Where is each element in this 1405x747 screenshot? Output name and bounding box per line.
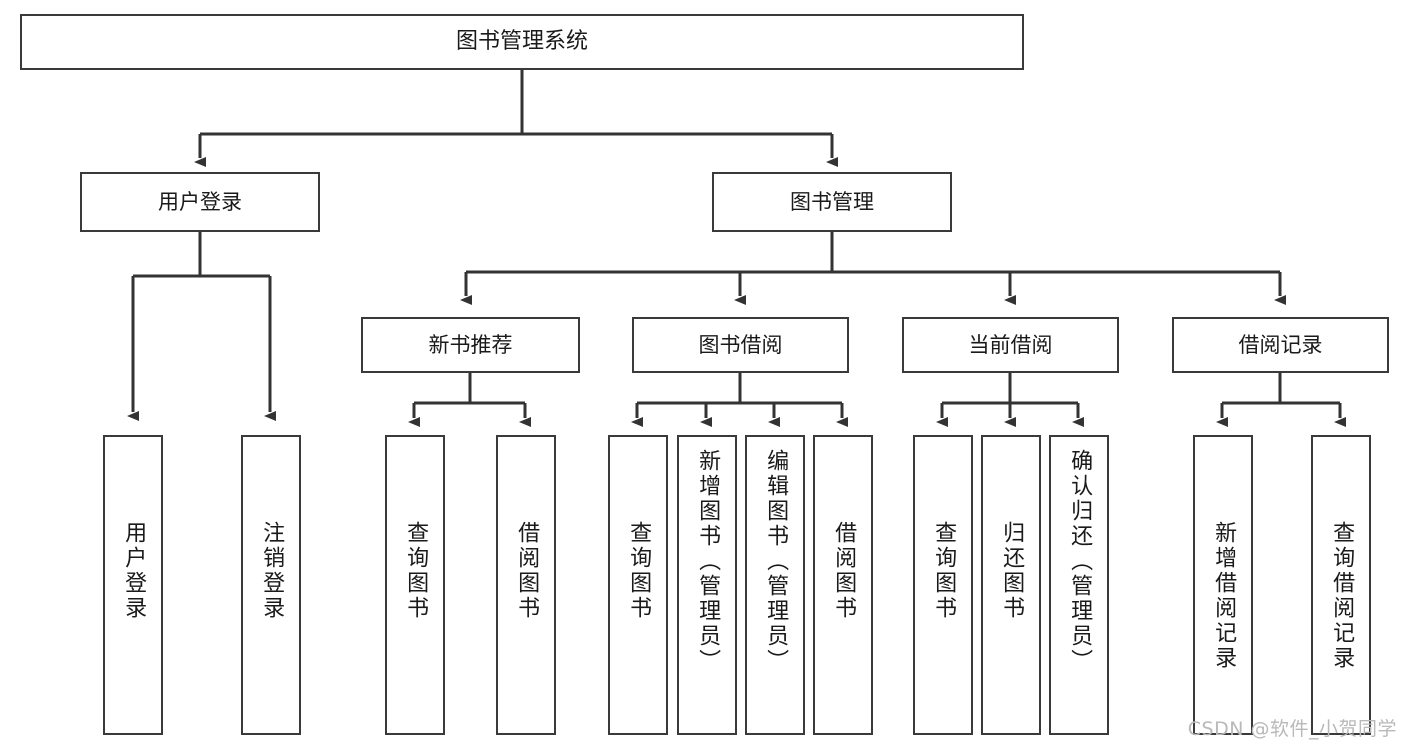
- node-label: 查询图书: [403, 521, 429, 621]
- leaf-user-login[interactable]: 用户登录: [103, 435, 163, 735]
- leaf-user-logout[interactable]: 注销登录: [241, 435, 301, 735]
- leaf-query-book-3[interactable]: 查询图书: [913, 435, 973, 735]
- node-label: 借阅图书: [514, 521, 540, 621]
- node-label: 用户登录: [158, 189, 242, 214]
- node-label: 当前借阅: [968, 332, 1053, 357]
- node-borrow-record[interactable]: 借阅记录: [1172, 317, 1389, 373]
- node-label: 借阅记录: [1238, 332, 1323, 357]
- node-label: 借阅图书: [831, 521, 857, 621]
- node-label: 确认归还（管理员）: [1067, 449, 1093, 674]
- node-label: 用户登录: [121, 521, 147, 621]
- node-label: 编辑图书（管理员）: [763, 449, 789, 674]
- leaf-add-record[interactable]: 新增借阅记录: [1193, 435, 1253, 735]
- node-label: 图书管理: [790, 189, 874, 214]
- node-user-login[interactable]: 用户登录: [80, 172, 320, 232]
- leaf-query-book-2[interactable]: 查询图书: [608, 435, 668, 735]
- node-label: 新增借阅记录: [1211, 521, 1237, 671]
- node-book-borrow[interactable]: 图书借阅: [632, 317, 849, 373]
- node-new-book-recommend[interactable]: 新书推荐: [361, 317, 580, 373]
- node-label: 查询图书: [931, 521, 957, 621]
- leaf-edit-book[interactable]: 编辑图书（管理员）: [745, 435, 805, 735]
- csdn-watermark: CSDN @软件_小贺同学: [1187, 718, 1397, 740]
- node-label: 查询借阅记录: [1329, 521, 1355, 671]
- node-root-system[interactable]: 图书管理系统: [20, 14, 1024, 70]
- node-label: 图书管理系统: [455, 28, 588, 54]
- node-current-borrow[interactable]: 当前借阅: [902, 317, 1119, 373]
- leaf-query-book-1[interactable]: 查询图书: [385, 435, 445, 735]
- leaf-query-record[interactable]: 查询借阅记录: [1311, 435, 1371, 735]
- leaf-add-book[interactable]: 新增图书（管理员）: [677, 435, 737, 735]
- node-book-manage[interactable]: 图书管理: [712, 172, 952, 232]
- leaf-confirm-return[interactable]: 确认归还（管理员）: [1049, 435, 1109, 735]
- node-label: 归还图书: [999, 521, 1025, 621]
- leaf-borrow-book-2[interactable]: 借阅图书: [813, 435, 873, 735]
- node-label: 新增图书（管理员）: [695, 449, 721, 674]
- node-label: 查询图书: [626, 521, 652, 621]
- leaf-return-book[interactable]: 归还图书: [981, 435, 1041, 735]
- node-label: 新书推荐: [428, 332, 513, 357]
- node-label: 注销登录: [259, 521, 285, 621]
- leaf-borrow-book-1[interactable]: 借阅图书: [496, 435, 556, 735]
- node-label: 图书借阅: [698, 332, 783, 357]
